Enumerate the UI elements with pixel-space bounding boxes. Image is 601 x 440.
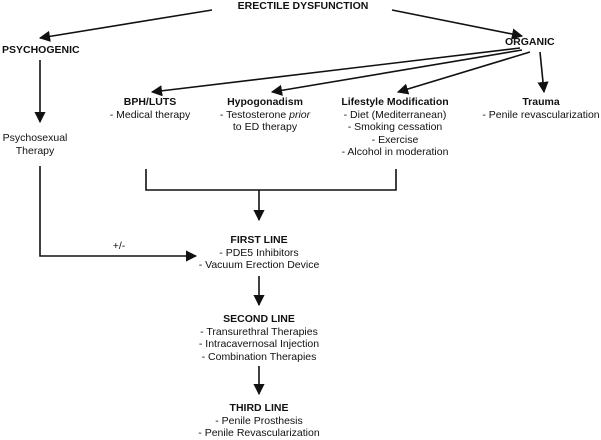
arrow-organic-to-bph xyxy=(150,47,521,97)
second-line-title: SECOND LINE xyxy=(223,313,295,325)
psychosexual-therapy-node: Psychosexual Therapy xyxy=(3,132,68,157)
third-line-item-1: - Penile Prosthesis xyxy=(215,414,303,427)
psychogenic-title: PSYCHOGENIC xyxy=(2,44,80,56)
second-line-item-2: - Intracavernosal Injection xyxy=(198,338,320,350)
psychosexual-therapy-line-2: Therapy xyxy=(15,144,55,157)
arrow-organic-to-trauma xyxy=(537,51,549,94)
first-line-item-1: - PDE5 Inhibitors xyxy=(219,246,299,259)
first-line-node: FIRST LINE - PDE5 Inhibitors - Vacuum Er… xyxy=(199,234,320,272)
second-line-item-3: - Combination Therapies xyxy=(201,350,317,363)
branch-lifestyle-item-2: - Smoking cessation xyxy=(347,121,443,133)
branch-trauma: Trauma - Penile revascularization xyxy=(482,96,599,121)
psychogenic-edge-label: +/- xyxy=(112,240,126,252)
branch-bph-item: - Medical therapy xyxy=(109,108,191,121)
branch-bph-title: BPH/LUTS xyxy=(123,96,177,108)
branch-lifestyle-item-3: - Exercise xyxy=(371,133,419,146)
bracket-branches xyxy=(145,169,397,191)
second-line-item-1: - Transurethral Therapies xyxy=(200,325,318,338)
third-line-title: THIRD LINE xyxy=(229,402,289,414)
first-line-item-2: - Vacuum Erection Device xyxy=(198,259,320,271)
branch-lifestyle-item-1: - Diet (Mediterranean) xyxy=(343,108,447,121)
branch-hypogonadism-item-1: - Testosterone prior xyxy=(219,108,311,121)
arrow-psychosexual-to-first-line xyxy=(39,166,198,262)
root-title: ERECTILE DYSFUNCTION xyxy=(237,0,369,12)
first-line-title: FIRST LINE xyxy=(230,234,288,246)
branch-trauma-item: - Penile revascularization xyxy=(482,108,600,121)
organic-title: ORGANIC xyxy=(505,36,555,48)
psychosexual-therapy-line-1: Psychosexual xyxy=(2,132,68,144)
branch-lifestyle-title: Lifestyle Modification xyxy=(341,96,449,108)
third-line-node: THIRD LINE - Penile Prosthesis - Penile … xyxy=(198,402,319,440)
branch-hypogonadism-item-2: to ED therapy xyxy=(232,121,298,133)
branch-lifestyle-item-4: - Alcohol in moderation xyxy=(341,146,449,158)
branch-lifestyle-modification: Lifestyle Modification - Diet (Mediterra… xyxy=(341,96,448,159)
arrow-root-to-psychogenic xyxy=(38,9,213,42)
third-line-item-2: - Penile Revascularization xyxy=(198,427,320,439)
arrow-root-to-organic xyxy=(391,9,524,40)
branch-hypogonadism-title: Hypogonadism xyxy=(227,96,303,108)
second-line-node: SECOND LINE - Transurethral Therapies - … xyxy=(199,313,319,363)
arrow-organic-to-hypogonadism xyxy=(270,49,523,96)
arrow-organic-to-lifestyle xyxy=(396,51,531,95)
branch-trauma-title: Trauma xyxy=(522,96,560,108)
branch-bph-luts: BPH/LUTS - Medical therapy xyxy=(110,96,191,121)
branch-hypogonadism: Hypogonadism - Testosterone prior to ED … xyxy=(220,96,310,134)
